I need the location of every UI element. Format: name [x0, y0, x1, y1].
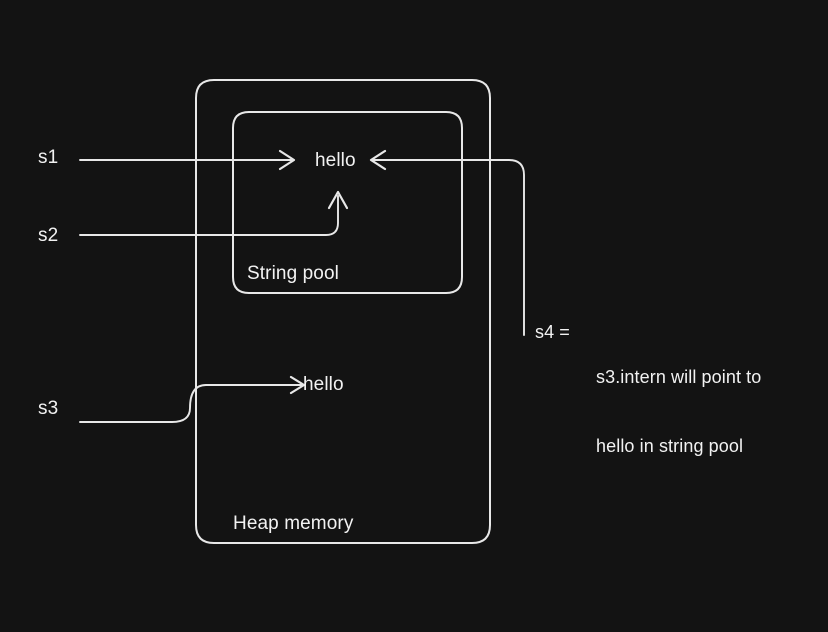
- s4-annotation-line-1: s3.intern will point to: [596, 367, 762, 387]
- string-pool-box: [232, 111, 463, 294]
- s4-annotation-text: s3.intern will point to hello in string …: [596, 320, 761, 504]
- s1-arrowhead-icon: [278, 149, 296, 171]
- s4-annotation-line-2: hello in string pool: [596, 436, 744, 456]
- heap-memory-box-label: Heap memory: [233, 513, 354, 534]
- string-pool-box-label: String pool: [247, 263, 339, 284]
- s2-pointer-line: [79, 195, 339, 236]
- reference-label-s4: s4 =: [535, 322, 570, 342]
- string-pool-value-hello: hello: [315, 150, 356, 171]
- heap-memory-box: [195, 79, 491, 544]
- reference-label-s1: s1: [38, 147, 59, 168]
- s4-pointer-line: [371, 159, 525, 336]
- s3-arrowhead-icon: [289, 375, 306, 395]
- s3-pointer-line: [79, 384, 304, 423]
- heap-value-hello: hello: [303, 374, 344, 395]
- s2-arrowhead-icon: [327, 190, 349, 210]
- reference-label-s2: s2: [38, 225, 59, 246]
- reference-label-s3: s3: [38, 398, 59, 419]
- s4-arrowhead-icon: [369, 149, 387, 171]
